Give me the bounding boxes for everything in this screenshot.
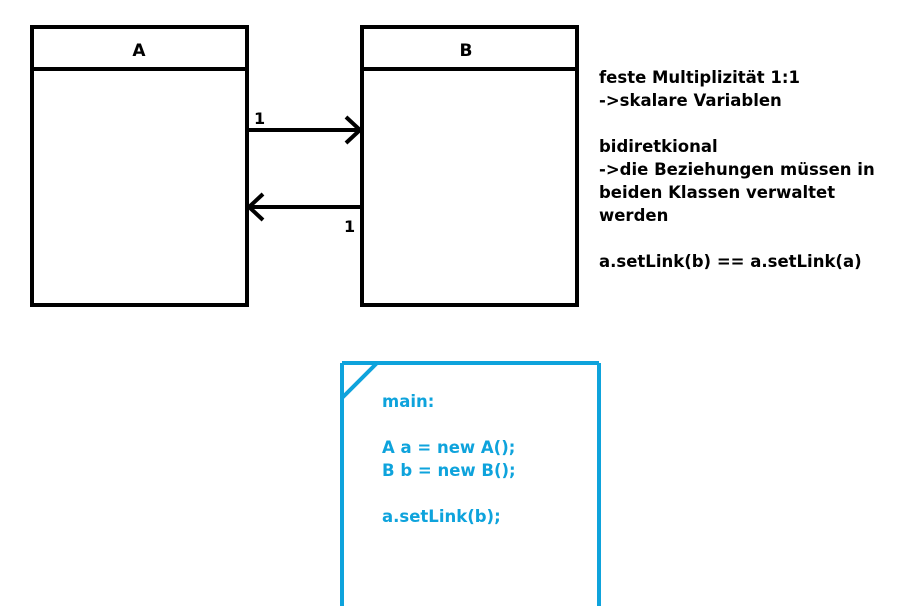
arrowhead-left-icon — [246, 192, 265, 222]
code-note: main: A a = new A(); B b = new B(); a.se… — [382, 390, 592, 528]
class-b: B — [360, 25, 579, 307]
note-scalar-variables: ->skalare Variablen — [599, 91, 782, 110]
code-line-setlink: a.setLink(b); — [382, 507, 501, 526]
association-a-to-b: 1 — [247, 109, 363, 145]
code-note-title: main: — [382, 392, 435, 411]
association-b-to-a: 1 — [246, 192, 362, 236]
note-setlink-equation: a.setLink(b) == a.setLink(a) — [599, 252, 862, 271]
multiplicity-a-to-b: 1 — [254, 109, 265, 128]
class-b-box — [360, 25, 579, 307]
class-a-box — [30, 25, 249, 307]
note-bidirectional: bidiretkional — [599, 137, 718, 156]
code-line-create-b: B b = new B(); — [382, 461, 516, 480]
code-line-create-a: A a = new A(); — [382, 438, 516, 457]
multiplicity-b-to-a: 1 — [344, 217, 355, 236]
class-a-name: A — [132, 41, 146, 61]
note-relations-line3: werden — [599, 206, 669, 225]
notes-text-block: feste Multiplizität 1:1 ->skalare Variab… — [599, 66, 899, 273]
note-multiplicity: feste Multiplizität 1:1 — [599, 68, 800, 87]
class-b-name: B — [460, 41, 473, 61]
code-note-frame — [340, 361, 601, 606]
note-relations-line2: beiden Klassen verwaltet — [599, 183, 836, 202]
note-relations-line1: ->die Beziehungen müssen in — [599, 160, 875, 179]
note-folded-corner-icon — [340, 361, 379, 400]
arrowhead-right-icon — [344, 115, 363, 145]
class-a: A — [30, 25, 249, 307]
